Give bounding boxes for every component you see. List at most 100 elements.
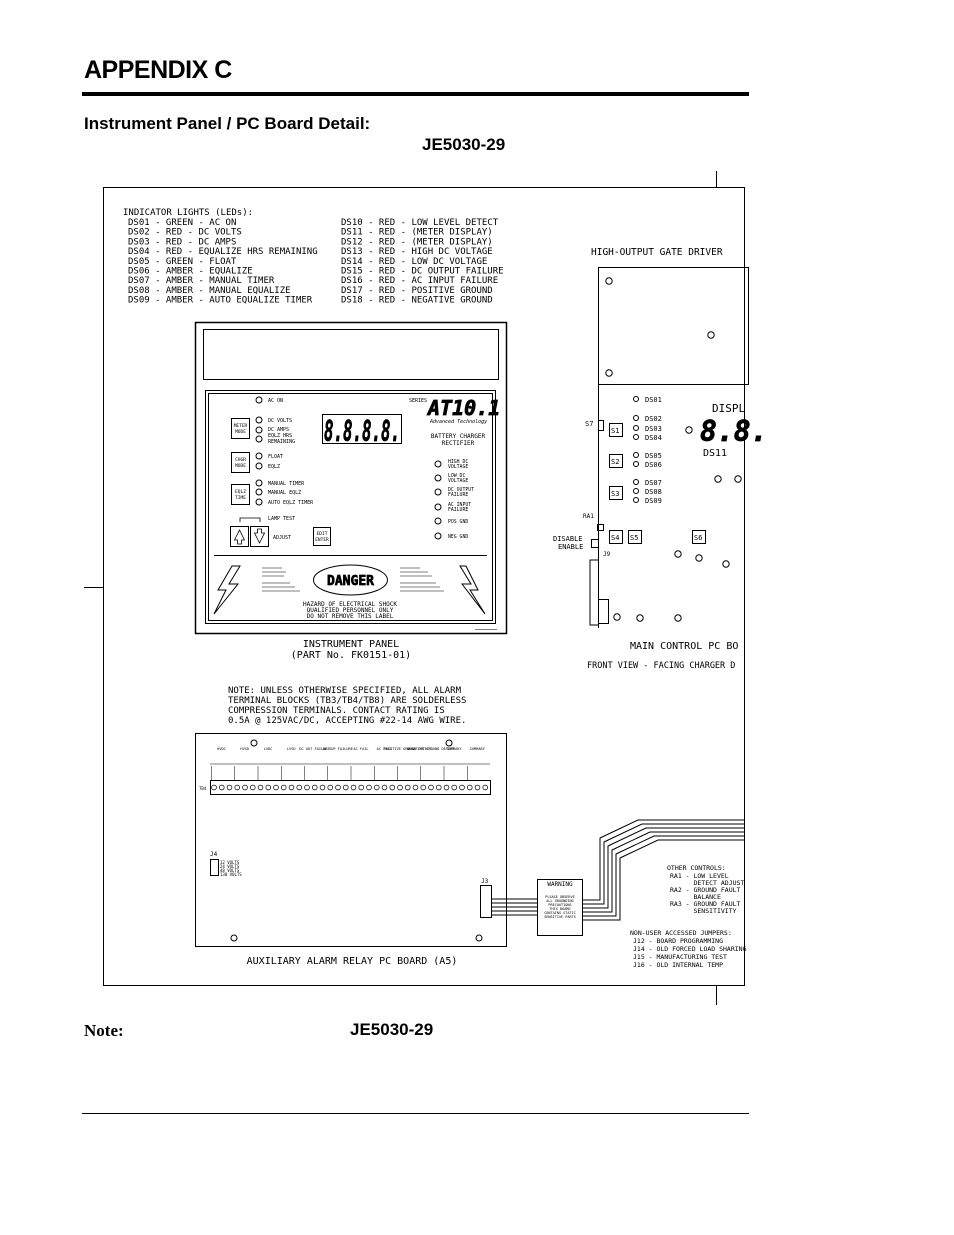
legend-item: DS09 - AMBER - AUTO EQUALIZE TIMER xyxy=(128,296,313,306)
terminal-screw xyxy=(389,784,396,791)
terminal-screw xyxy=(374,784,380,791)
terminal-screw xyxy=(304,784,310,791)
legend-item: DS05 - GREEN - FLOAT xyxy=(128,257,237,267)
non-user-jumpers: NON-USER ACCESSED JUMPERS: J12 - BOARD P… xyxy=(630,929,747,969)
terminal-screw xyxy=(327,784,334,791)
main-board-led-label: DS03 xyxy=(645,425,662,433)
switch-s4: S4 xyxy=(611,534,619,542)
svg-text:NOTE: UNLESS OTHERWISE SPECIFI: NOTE: UNLESS OTHERWISE SPECIFIED, ALL AL… xyxy=(228,686,462,696)
legend-item: DS17 - RED - POSITIVE GROUND xyxy=(341,286,493,296)
drawing-frame xyxy=(103,187,745,986)
eqlz-time-line-1: EQLZ xyxy=(235,489,246,495)
brand-sub: Advanced Technology xyxy=(429,419,487,425)
product-line-1: BATTERY CHARGER xyxy=(431,433,486,440)
terminal-screw xyxy=(436,784,442,791)
hazard-line-3: DO NOT REMOVE THIS LABEL xyxy=(307,613,394,620)
chgr-mode-line-1: CHGR xyxy=(235,457,246,463)
terminal-screw xyxy=(343,784,349,791)
edit-enter-line-1: EDIT xyxy=(317,531,328,537)
panel-display-digits: 8.8.8.8. xyxy=(324,415,400,448)
main-board-caption: MAIN CONTROL PC BO xyxy=(630,641,738,652)
j3-label: J3 xyxy=(481,878,489,885)
appendix-title: APPENDIX C xyxy=(84,56,232,84)
danger-label: DANGER xyxy=(327,574,374,589)
legend-item: DS12 - RED - (METER DISPLAY) xyxy=(341,237,493,247)
svg-text:PLEASE OBSERVE: PLEASE OBSERVE xyxy=(545,895,575,899)
svg-text:RA2 - GROUND FAULT: RA2 - GROUND FAULT xyxy=(670,886,741,894)
panel-led-label: FAILURE xyxy=(448,507,468,513)
panel-led-label: EQLZ HRS xyxy=(268,433,292,439)
terminal-screw xyxy=(428,784,434,791)
warning-title: WARNING xyxy=(547,881,573,888)
terminal-screw xyxy=(288,784,295,791)
hazard-line-1: HAZARD OF ELECTRICAL SHOCK xyxy=(303,601,397,608)
panel-led-label: MANUAL EQLZ xyxy=(268,490,301,496)
title-rule xyxy=(82,92,749,96)
panel-led xyxy=(255,416,263,424)
terminal-screw xyxy=(226,784,233,791)
panel-led xyxy=(255,396,263,404)
terminal-screw xyxy=(412,784,419,791)
product-line-2: RECTIFIER xyxy=(442,440,475,447)
relay-group-label: NEGATIVE GROUND DETECT xyxy=(407,747,455,751)
legend-item: DS10 - RED - LOW LEVEL DETECT xyxy=(341,218,499,228)
section-title: Instrument Panel / PC Board Detail: xyxy=(84,114,371,133)
panel-led-label: FLOAT xyxy=(268,454,283,460)
main-board-led-label: DS02 xyxy=(645,415,662,423)
main-board-led xyxy=(633,479,639,485)
panel-led-label: AC INPUT xyxy=(448,502,471,508)
legend-item: DS16 - RED - AC INPUT FAILURE xyxy=(341,276,498,286)
panel-led-label: AC ON xyxy=(268,398,283,404)
display-label: DISPL xyxy=(712,402,745,415)
legend-item: DS02 - RED - DC VOLTS xyxy=(128,228,242,238)
terminal-screw xyxy=(273,784,279,791)
legend-item: DS01 - GREEN - AC ON xyxy=(128,218,236,228)
aux-board-caption: AUXILIARY ALARM RELAY PC BOARD (A5) xyxy=(247,956,458,967)
edit-enter-line-2: ENTER xyxy=(315,537,329,543)
panel-led xyxy=(255,435,263,443)
svg-text:DETECT ADJUST: DETECT ADJUST xyxy=(670,879,744,887)
main-board-led xyxy=(633,415,639,421)
adjust-label: ADJUST xyxy=(273,535,291,541)
warning-label-text: WARNING PLEASE OBSERVE ALL GROUNDING PRE… xyxy=(544,881,576,919)
terminal-screw xyxy=(219,784,225,791)
ra1-label: RA1 xyxy=(583,513,594,520)
terminal-screw xyxy=(451,784,458,791)
legend-item: DS04 - RED - EQUALIZE HRS REMAINING xyxy=(128,247,318,257)
note-label: Note: xyxy=(84,1021,124,1040)
relay-group-label: HVSD xyxy=(240,747,249,751)
disable-label: DISABLE xyxy=(553,535,583,543)
panel-led-label: DC VOLTS xyxy=(268,418,292,424)
terminal-screw xyxy=(296,784,303,791)
terminal-screw xyxy=(420,784,427,791)
terminal-screw xyxy=(358,784,365,791)
terminal-screw xyxy=(335,784,341,791)
eqlz-time-line-2: TIME xyxy=(235,495,246,501)
series-label: SERIES xyxy=(409,398,427,404)
terminal-screw xyxy=(312,784,318,791)
main-board-led-label: DS07 xyxy=(645,479,662,487)
svg-text:48 VOLTS: 48 VOLTS xyxy=(220,868,240,873)
svg-text:J12 - BOARD PROGRAMMING: J12 - BOARD PROGRAMMING xyxy=(633,937,723,945)
instrument-panel-part-number: (PART No. FK0151-01) xyxy=(291,650,411,661)
terminal-screw xyxy=(234,784,241,791)
footer-rule xyxy=(82,1113,749,1114)
main-board-led xyxy=(633,452,639,458)
panel-led xyxy=(434,474,442,482)
svg-text:RA3 - GROUND FAULT: RA3 - GROUND FAULT xyxy=(670,900,741,908)
panel-led xyxy=(255,426,263,434)
relay-group-label: AC SUP FAILURE xyxy=(323,747,353,751)
tb4-label: TB4 xyxy=(199,786,207,791)
indicator-lights-heading: INDICATOR LIGHTS (LEDs): xyxy=(123,208,253,218)
relay-group-label: LVDC xyxy=(264,747,273,751)
legend-item: DS13 - RED - HIGH DC VOLTAGE xyxy=(341,247,493,257)
other-controls: OTHER CONTROLS: RA1 - LOW LEVEL DETECT A… xyxy=(667,864,744,915)
ds11-label: DS11 xyxy=(703,448,727,459)
front-view-label: FRONT VIEW - FACING CHARGER D xyxy=(587,661,735,671)
legend-item: DS18 - RED - NEGATIVE GROUND xyxy=(341,296,493,306)
aux-alarm-board xyxy=(195,733,745,947)
